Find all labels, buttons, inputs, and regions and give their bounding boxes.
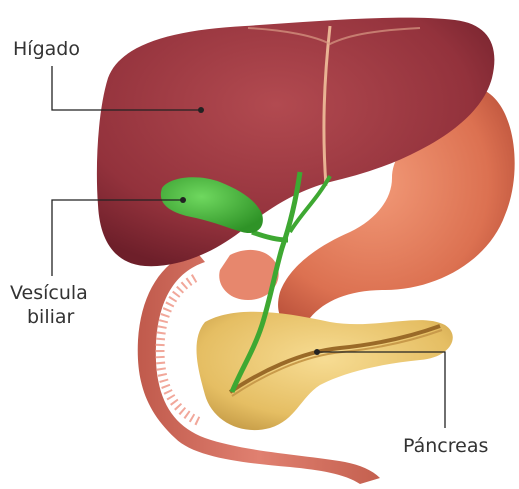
label-gallbladder: Vesícula biliar [10,282,88,330]
label-gallbladder-line1: Vesícula [10,282,88,306]
label-liver: Hígado [13,38,80,62]
label-pancreas: Páncreas [403,435,488,459]
pancreas-shape [196,312,452,430]
label-gallbladder-line2: biliar [10,306,88,330]
